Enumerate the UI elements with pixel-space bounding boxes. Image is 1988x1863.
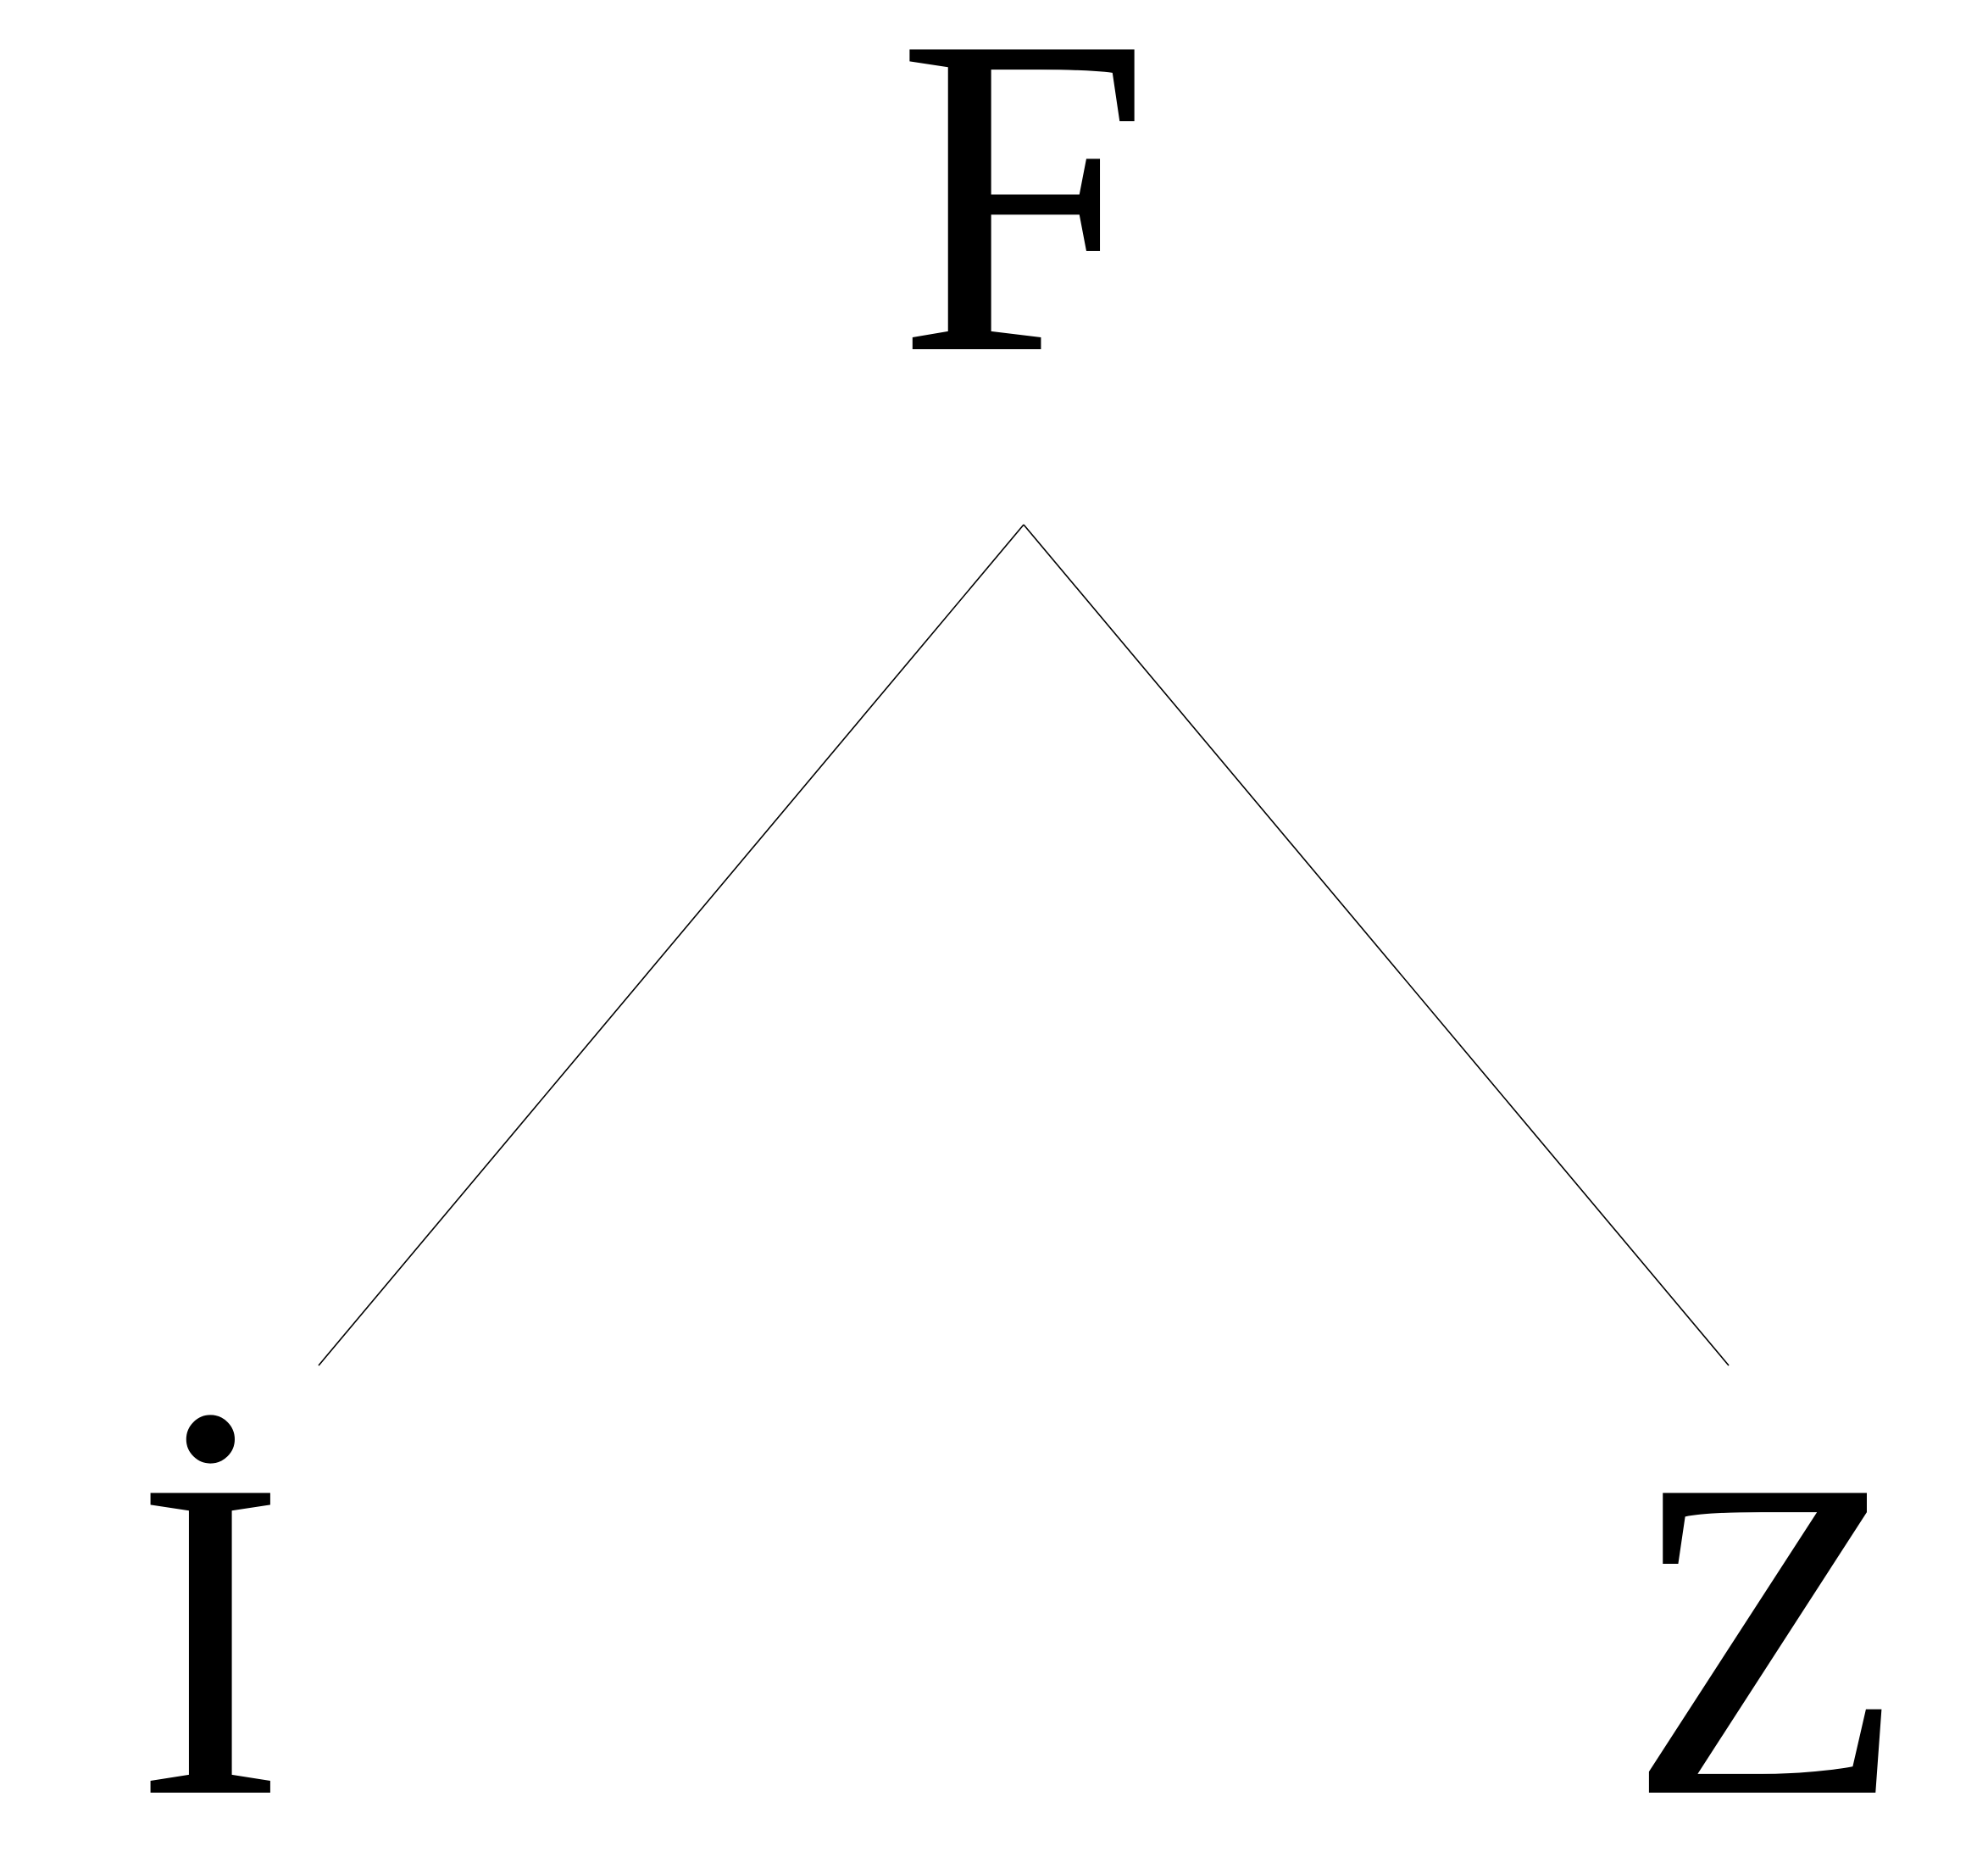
root-node-label: F: [897, 0, 1151, 448]
branch-left: [318, 524, 1025, 1366]
right-child-node-label: Z: [1627, 1385, 1907, 1863]
left-child-node-label: İ: [134, 1385, 286, 1863]
branch-right: [1023, 524, 1730, 1366]
